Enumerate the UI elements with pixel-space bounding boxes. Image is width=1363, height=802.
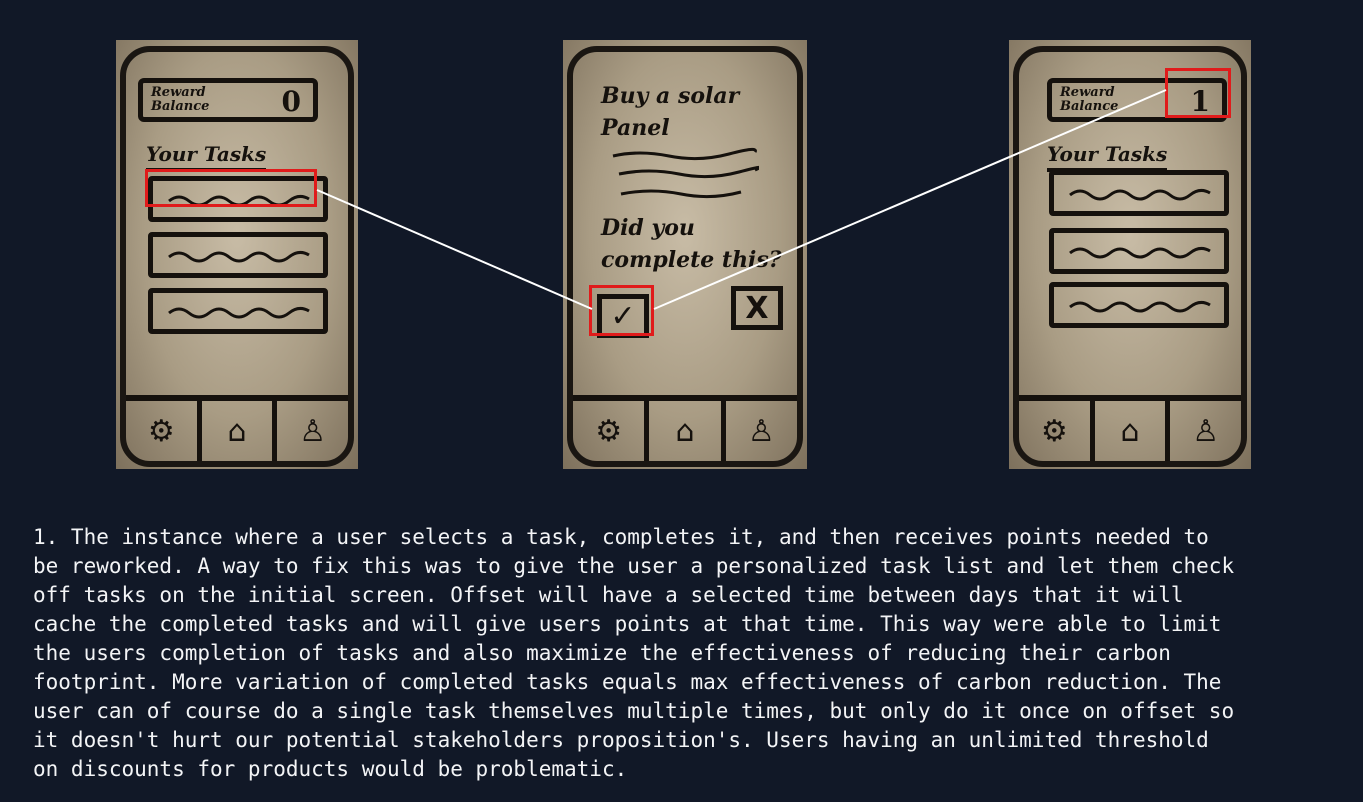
task-scribble — [1069, 188, 1211, 201]
task-scribble — [1069, 246, 1211, 259]
gear-icon[interactable]: ⚙ — [126, 401, 202, 461]
flow-connector-lines — [316, 89, 1167, 310]
phone-outline: Reward Balance 1 Your Tasks ⚙ ⌂ ♙ — [1013, 46, 1247, 467]
sketch-photo-home-after: Reward Balance 1 Your Tasks ⚙ ⌂ ♙ — [1009, 40, 1251, 469]
connector-line-confirm-to-reward — [653, 89, 1167, 310]
task-title: Buy a solar Panel — [601, 83, 740, 141]
explanation-caption: 1. The instance where a user selects a t… — [33, 525, 1235, 781]
reward-balance-label: Reward Balance — [1060, 85, 1119, 114]
task-item[interactable] — [1049, 228, 1229, 274]
highlight-task-item — [145, 169, 317, 207]
connector-line-task-to-confirm — [316, 189, 593, 310]
home-icon[interactable]: ⌂ — [202, 401, 278, 461]
task-description-scribble — [612, 147, 759, 199]
reward-balance-box: Reward Balance 0 — [138, 78, 318, 122]
home-icon[interactable]: ⌂ — [1095, 401, 1171, 461]
task-item[interactable] — [148, 232, 328, 278]
reward-balance-value: 1 — [1190, 85, 1210, 118]
task-scribble — [1069, 300, 1211, 313]
user-icon[interactable]: ♙ — [1192, 413, 1220, 449]
bottom-nav: ⚙ ⌂ ♙ — [1019, 395, 1241, 461]
reward-balance-value: 0 — [281, 85, 301, 118]
sketch-photo-home-before: Reward Balance 0 Your Tasks ⚙ ⌂ ♙ — [116, 40, 358, 469]
task-scribble — [168, 250, 310, 263]
phone-outline: Buy a solar Panel Did you complete this?… — [567, 46, 803, 467]
task-item[interactable] — [1049, 170, 1229, 216]
reward-balance-box: Reward Balance 1 — [1047, 78, 1227, 122]
bottom-nav: ⚙ ⌂ ♙ — [126, 395, 348, 461]
user-icon[interactable]: ♙ — [747, 413, 775, 449]
gear-icon[interactable]: ⚙ — [1019, 401, 1095, 461]
task-scribble — [168, 306, 310, 319]
highlight-reward-value — [1165, 68, 1231, 118]
sketch-photo-task-detail: Buy a solar Panel Did you complete this?… — [563, 40, 807, 469]
highlight-confirm-button — [589, 285, 654, 336]
task-item[interactable] — [1049, 282, 1229, 328]
gear-icon[interactable]: ⚙ — [573, 401, 650, 461]
task-item[interactable] — [148, 288, 328, 334]
phone-outline: Reward Balance 0 Your Tasks ⚙ ⌂ ♙ — [120, 46, 354, 467]
home-icon[interactable]: ⌂ — [649, 401, 726, 461]
user-icon[interactable]: ♙ — [299, 413, 327, 449]
completion-question: Did you complete this? — [601, 215, 782, 273]
bottom-nav: ⚙ ⌂ ♙ — [573, 395, 797, 461]
reward-balance-label: Reward Balance — [151, 85, 210, 114]
reject-button[interactable]: X — [731, 286, 783, 330]
